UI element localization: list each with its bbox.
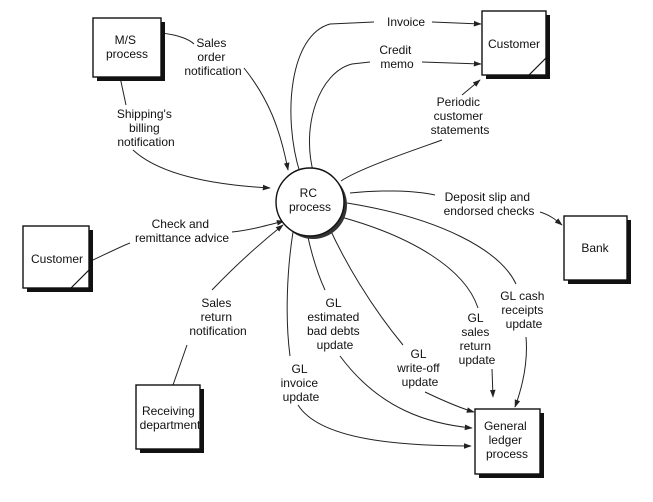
entity-customer-left: Customer (22, 225, 93, 292)
flow-label-sales-order-notification: Sales order notification (184, 36, 241, 78)
flow-label-gl-estimated-bad-debts: GL estimated bad debts update (307, 296, 363, 352)
general-ledger-label: General ledger process (484, 419, 530, 461)
flow-label-invoice: Invoice (387, 15, 425, 29)
flow-gl-invoice-line (286, 231, 471, 446)
rc-process-label: RC process (289, 186, 331, 214)
customer-top-label: Customer (488, 37, 540, 51)
entity-receiving-department: Receiving department (135, 384, 204, 453)
flow-label-gl-cash-receipts: GL cash receipts update (500, 289, 548, 331)
flow-label-periodic-statements: Periodic customer statements (431, 95, 490, 137)
flow-label-credit-memo: Credit memo (379, 43, 414, 71)
receiving-label: Receiving department (140, 404, 201, 432)
corner-mark (70, 269, 90, 289)
flow-sales-order-line (160, 32, 288, 170)
flow-deposit-slip-line (349, 190, 562, 225)
flow-lines (92, 22, 562, 446)
flow-label-gl-write-off: GL write-off update (396, 347, 443, 389)
flow-credit-memo-line (309, 62, 481, 176)
ms-process-label: M/S process (106, 33, 148, 61)
flow-gl-sales-return-line (340, 216, 493, 397)
bank-label: Bank (581, 241, 609, 255)
flow-label-deposit-slip: Deposit slip and endorsed checks (444, 190, 535, 218)
flow-gl-write-off-line (328, 226, 474, 412)
flow-labels: Invoice Credit memo Sales order notifica… (117, 15, 548, 404)
entity-general-ledger-process: General ledger process (474, 408, 544, 478)
rc-process-circle (275, 167, 345, 237)
flow-invoice-line (290, 22, 481, 174)
corner-mark (528, 57, 547, 76)
flow-label-check-remittance: Check and remittance advice (135, 217, 229, 245)
entity-customer-top: Customer (481, 10, 550, 79)
flow-shipping-billing-line (119, 76, 270, 188)
flow-label-gl-invoice: GL invoice update (281, 362, 322, 404)
customer-left-label: Customer (31, 252, 83, 266)
flow-label-sales-return-notification: Sales return notification (189, 296, 246, 338)
entity-ms-process: M/S process (92, 17, 165, 81)
entity-bank: Bank (563, 215, 631, 284)
flow-label-shipping-billing: Shipping's billing notification (117, 107, 175, 149)
flow-gl-cash-receipts-line (346, 202, 527, 407)
flow-sales-return-notif-line (172, 225, 283, 386)
rc-process: RC process (275, 167, 347, 239)
flow-periodic-statements-line (340, 80, 480, 182)
flow-label-gl-sales-return: GL sales return update (459, 311, 496, 367)
